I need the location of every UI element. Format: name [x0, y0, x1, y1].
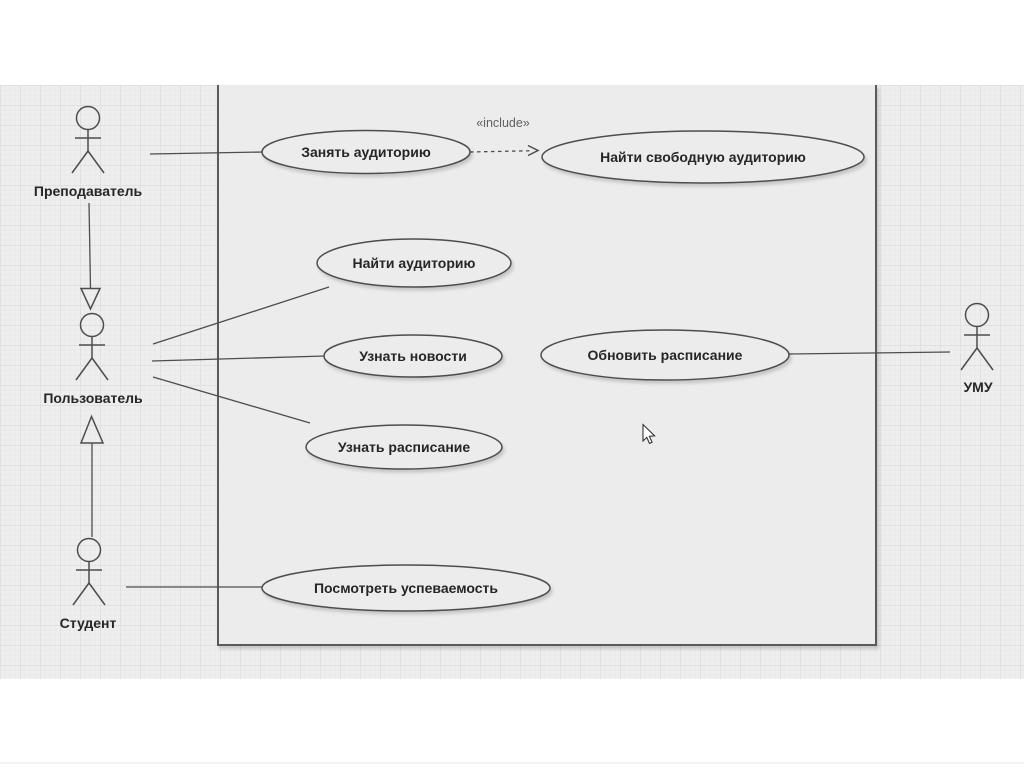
edge-user-find-room [152, 286, 330, 345]
edge-user-read-news [151, 355, 326, 362]
actor-teacher-label: Преподаватель [34, 183, 143, 199]
actor-umu: УМУ [960, 302, 994, 395]
actor-user-label: Пользователь [43, 390, 143, 406]
edge-user-view-schedule [152, 376, 311, 424]
edge-update-schedule-umu [788, 351, 951, 355]
use-case-find-room-label: Найти аудиторию [353, 255, 476, 271]
generalization-student-user [79, 414, 105, 537]
system-boundary [217, 85, 877, 646]
use-case-view-grades-label: Посмотреть успеваемость [314, 580, 498, 596]
actor-student-label: Студент [60, 615, 117, 631]
use-case-occupy-room: Занять аудиторию [261, 129, 471, 175]
use-case-read-news-label: Узнать новости [359, 348, 467, 364]
use-case-find-room: Найти аудиторию [316, 238, 512, 288]
include-label: «include» [476, 116, 530, 130]
use-case-view-schedule: Узнать расписание [305, 424, 503, 470]
association-edges [126, 151, 951, 588]
use-case-find-free-room-label: Найти свободную аудиторию [600, 149, 806, 165]
use-case-view-schedule-label: Узнать расписание [338, 439, 471, 455]
actor-umu-label: УМУ [963, 379, 992, 395]
actor-user: Пользователь [43, 312, 143, 406]
use-case-read-news: Узнать новости [323, 334, 503, 378]
use-case-update-schedule: Обновить расписание [540, 329, 790, 381]
include-arrowhead [527, 144, 540, 157]
use-case-view-grades: Посмотреть успеваемость [261, 564, 551, 612]
use-case-occupy-room-label: Занять аудиторию [301, 144, 431, 160]
actor-teacher: Преподаватель [34, 105, 143, 199]
use-case-update-schedule-label: Обновить расписание [588, 347, 743, 363]
generalization-teacher-user [79, 202, 102, 311]
mouse-cursor-icon [642, 423, 656, 445]
edge-teacher-occupy-room [149, 151, 265, 155]
actor-student: Студент [60, 537, 117, 631]
generalization-arrowhead-down [79, 287, 102, 311]
use-case-find-free-room: Найти свободную аудиторию [541, 130, 865, 184]
include-relation: «include» [469, 116, 540, 157]
